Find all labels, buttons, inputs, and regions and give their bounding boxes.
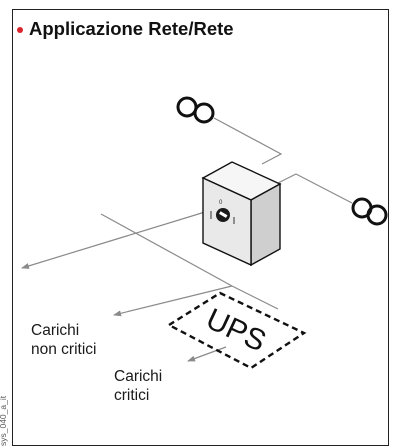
title-row: Applicazione Rete/Rete: [17, 18, 234, 40]
title-bullet: [17, 27, 23, 33]
output-line-non-critical: [113, 285, 233, 317]
supply-lines: [213, 117, 353, 204]
transfer-switch-box: 0: [201, 161, 282, 267]
output-line-critical: [187, 346, 227, 362]
selector-knob-icon: [210, 208, 235, 224]
diagram-title: Applicazione Rete/Rete: [29, 18, 234, 39]
ups-box: UPS: [166, 291, 307, 370]
non-critical-loads-line2: non critici: [31, 341, 97, 358]
branch-line: [100, 213, 233, 287]
diagram-frame: [12, 9, 389, 446]
supply-line-right: [275, 173, 353, 204]
distribution-lines: [21, 211, 279, 362]
source-coil-top-icon: [176, 96, 215, 124]
non-critical-loads-label: Carichi non critici: [31, 321, 96, 359]
critical-loads-line1: Carichi: [114, 368, 163, 385]
ups-label: UPS: [201, 302, 271, 358]
ups-feed-line: [231, 285, 279, 310]
source-coil-right-icon: [351, 197, 388, 226]
critical-loads-label: Carichi critici: [114, 367, 162, 405]
switch-position-mark: 0: [219, 200, 223, 206]
supply-line-top: [213, 117, 283, 165]
non-critical-loads-line1: Carichi: [31, 322, 80, 339]
critical-loads-line2: critici: [114, 387, 150, 404]
output-line-left: [21, 211, 206, 269]
